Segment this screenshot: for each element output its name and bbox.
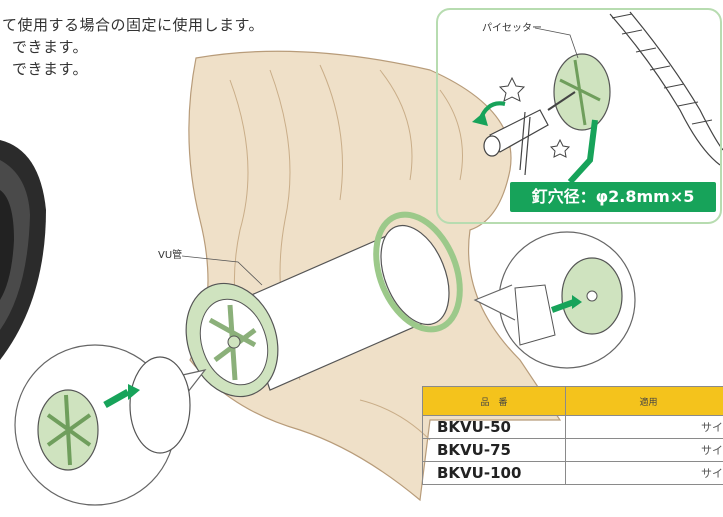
part-code: BKVU-100 [422, 461, 566, 485]
description-text: て使用する場合の固定に使用します。 できます。 できます。 [0, 14, 360, 94]
nail-detail-callout [436, 8, 722, 224]
vu-pipe [239, 211, 463, 391]
black-cap-image [0, 140, 46, 360]
spec-table-header: 品 番 適用 [422, 386, 723, 416]
application: サイ [565, 461, 723, 485]
detail-circle-left [14, 344, 207, 506]
table-row: BKVU-100 サイ [422, 461, 723, 485]
description-line-2: できます。 [12, 38, 89, 56]
pipe-setter-cap [185, 282, 279, 398]
application: サイ [565, 415, 723, 439]
nail-hole-badge: 釘穴径：φ2.8mm×5 [510, 182, 716, 212]
part-code: BKVU-50 [422, 415, 566, 439]
detail-circle-right [473, 231, 636, 369]
pipe-setter-label: パイセッター [482, 22, 542, 34]
vu-pipe-label: VU管 [158, 248, 182, 261]
application: サイ [565, 438, 723, 462]
table-row: BKVU-75 サイ [422, 438, 723, 462]
spec-table: 品 番 適用 BKVU-50 サイ BKVU-75 サイ BKVU-100 サイ [422, 386, 723, 485]
callout-illustration: パイセッター [472, 11, 723, 185]
description-line-3: できます。 [12, 60, 89, 78]
description-line-1: て使用する場合の固定に使用します。 [2, 16, 265, 34]
part-code: BKVU-75 [422, 438, 566, 462]
header-application: 適用 [565, 386, 723, 416]
table-row: BKVU-50 サイ [422, 415, 723, 439]
header-part-number: 品 番 [422, 386, 566, 416]
